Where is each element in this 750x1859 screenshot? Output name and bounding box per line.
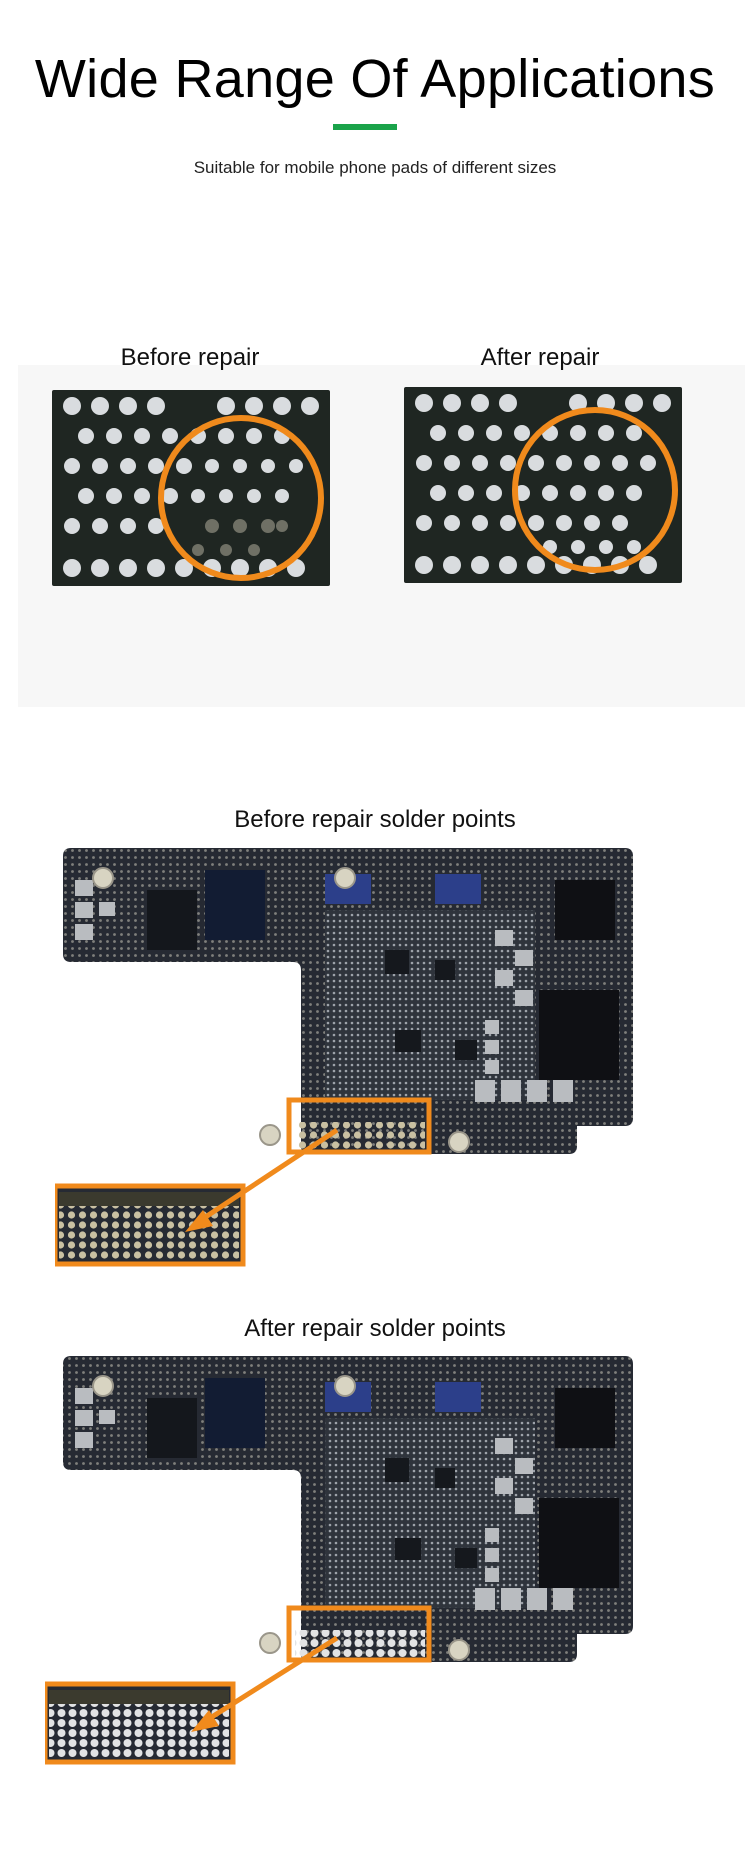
after-repair-label: After repair [480,344,600,371]
chip-after-image [404,387,682,583]
board-after-label: After repair solder points [244,1315,506,1342]
before-repair-label: Before repair [120,344,260,371]
page-title: Wide Range Of Applications [34,49,716,109]
board-after-image [45,1356,633,1765]
board-before-label: Before repair solder points [234,806,516,833]
page-subtitle: Suitable for mobile phone pads of differ… [193,158,557,177]
board-before-image [55,848,633,1267]
title-accent-bar [333,124,397,130]
chip-before-image [52,390,330,586]
